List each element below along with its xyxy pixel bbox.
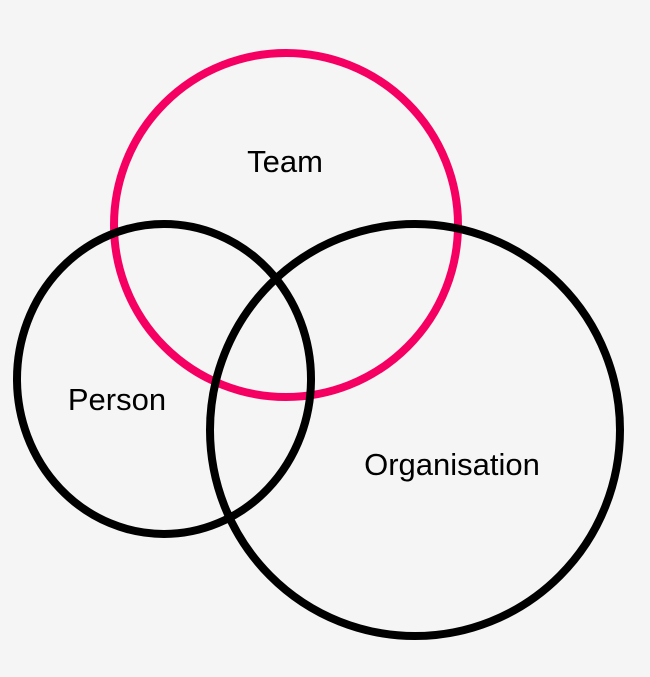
organisation-label: Organisation	[364, 447, 540, 482]
team-label: Team	[247, 144, 323, 179]
person-label: Person	[68, 382, 166, 417]
organisation-circle	[206, 220, 624, 640]
person-circle	[13, 220, 315, 538]
